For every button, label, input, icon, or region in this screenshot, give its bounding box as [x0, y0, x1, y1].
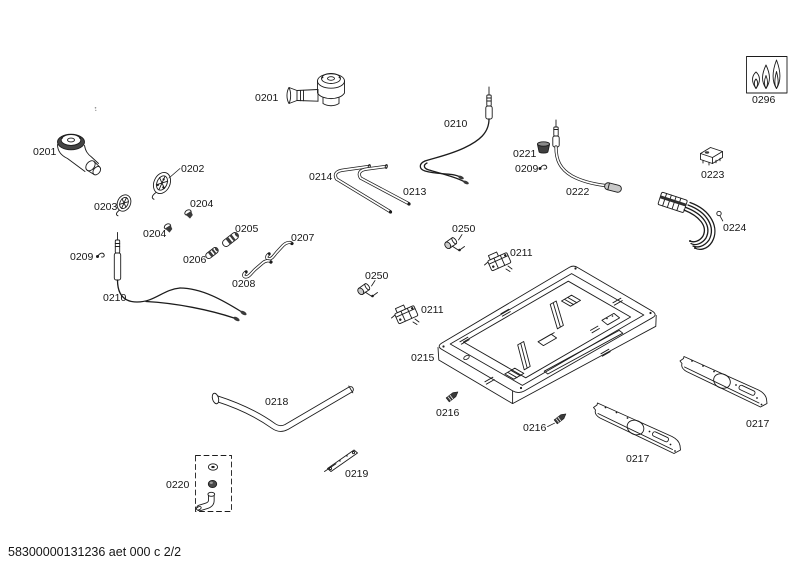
part-label-0203: 0203 [94, 201, 118, 213]
part-label-0219: 0219 [345, 468, 369, 480]
document-code: 58300000131236 aet 000 c 2/2 [8, 545, 181, 559]
leader-lines [168, 168, 181, 179]
part-burner-assembly-0201-top [286, 73, 345, 107]
part-igniter-0250-upper [444, 234, 465, 252]
part-nozzle-0204-left [163, 223, 173, 233]
part-igniter-0250-lower [356, 280, 378, 298]
part-label-0222: 0222 [566, 186, 590, 198]
part-label-0201-top: 0201 [255, 92, 279, 104]
part-label-0205: 0205 [235, 223, 259, 235]
part-label-0209-mid: 0209 [515, 163, 539, 175]
part-label-0213: 0213 [403, 186, 427, 198]
part-label-0207: 0207 [291, 232, 315, 244]
part-clip-0209-mid [538, 164, 548, 170]
part-gas-tube-0214 [333, 164, 393, 214]
part-burner-plate-0217-lower [593, 402, 681, 454]
part-label-0204-right: 0204 [190, 198, 214, 210]
legend-code-label: 0296 [752, 94, 776, 106]
part-label-0216-left: 0216 [436, 407, 460, 419]
part-label-0217-right: 0217 [746, 418, 770, 430]
part-label-0211-upper: 0211 [510, 247, 533, 259]
part-label-0223: 0223 [701, 169, 725, 181]
part-gas-pipe-0218 [211, 385, 354, 432]
part-igniter-electrode-0222 [552, 119, 622, 193]
part-label-0206: 0206 [183, 254, 207, 266]
part-label-0221: 0221 [513, 148, 537, 160]
part-label-0214: 0214 [309, 171, 333, 183]
part-ignition-electrode-0210-top [419, 86, 493, 185]
part-label-0208: 0208 [232, 278, 256, 290]
part-label-0218: 0218 [265, 396, 289, 408]
part-pipe-clip-0207 [265, 240, 294, 261]
leader-0216-right [547, 422, 555, 428]
part-bracket-0219 [324, 449, 358, 472]
part-nozzle-0204-right [184, 209, 193, 219]
part-wiring-harness-0224 [657, 191, 724, 250]
part-burner-plate-0217-right [679, 356, 768, 408]
part-label-0220: 0220 [166, 479, 190, 491]
part-burner-assembly-0201-left [57, 133, 102, 176]
part-label-0215: 0215 [411, 352, 435, 364]
part-fitting-kit-0220 [195, 455, 232, 512]
part-gas-tube-0213 [357, 164, 411, 206]
part-switch-0211-upper [484, 251, 513, 272]
part-pipe-clip-0208 [242, 259, 273, 279]
part-label-0204-left: 0204 [143, 228, 167, 240]
part-thermocouple-0205 [222, 232, 239, 247]
part-label-0216-right: 0216 [523, 422, 547, 434]
part-label-0224: 0224 [723, 222, 747, 234]
part-screw-0216-left [445, 391, 459, 403]
part-label-0217-lower: 0217 [626, 453, 650, 465]
part-label-0201-left: 0201 [33, 146, 57, 158]
speck-mark [94, 107, 97, 111]
part-thermocouple-0206 [205, 247, 219, 259]
part-screw-0216-right [553, 411, 568, 425]
part-burner-ring-0202 [151, 171, 172, 200]
part-clip-0209-left [96, 252, 105, 258]
part-switch-0211-lower [391, 300, 420, 325]
part-label-0250-upper: 0250 [452, 223, 476, 235]
part-terminal-box-0223 [700, 147, 723, 166]
part-label-0210-left: 0210 [103, 292, 127, 304]
part-label-0209-left: 0209 [70, 251, 94, 263]
part-label-0211-lower: 0211 [421, 304, 444, 316]
gas-flame-icon [746, 56, 788, 94]
part-label-0210-top: 0210 [444, 118, 468, 130]
part-cooktop-pan-0215 [437, 265, 657, 405]
part-label-0202: 0202 [181, 163, 205, 175]
part-ignition-electrode-0210-left [113, 232, 247, 322]
part-cap-0221 [537, 141, 550, 154]
part-label-0250-lower: 0250 [365, 270, 389, 282]
part-burner-ring-0203 [115, 194, 132, 217]
